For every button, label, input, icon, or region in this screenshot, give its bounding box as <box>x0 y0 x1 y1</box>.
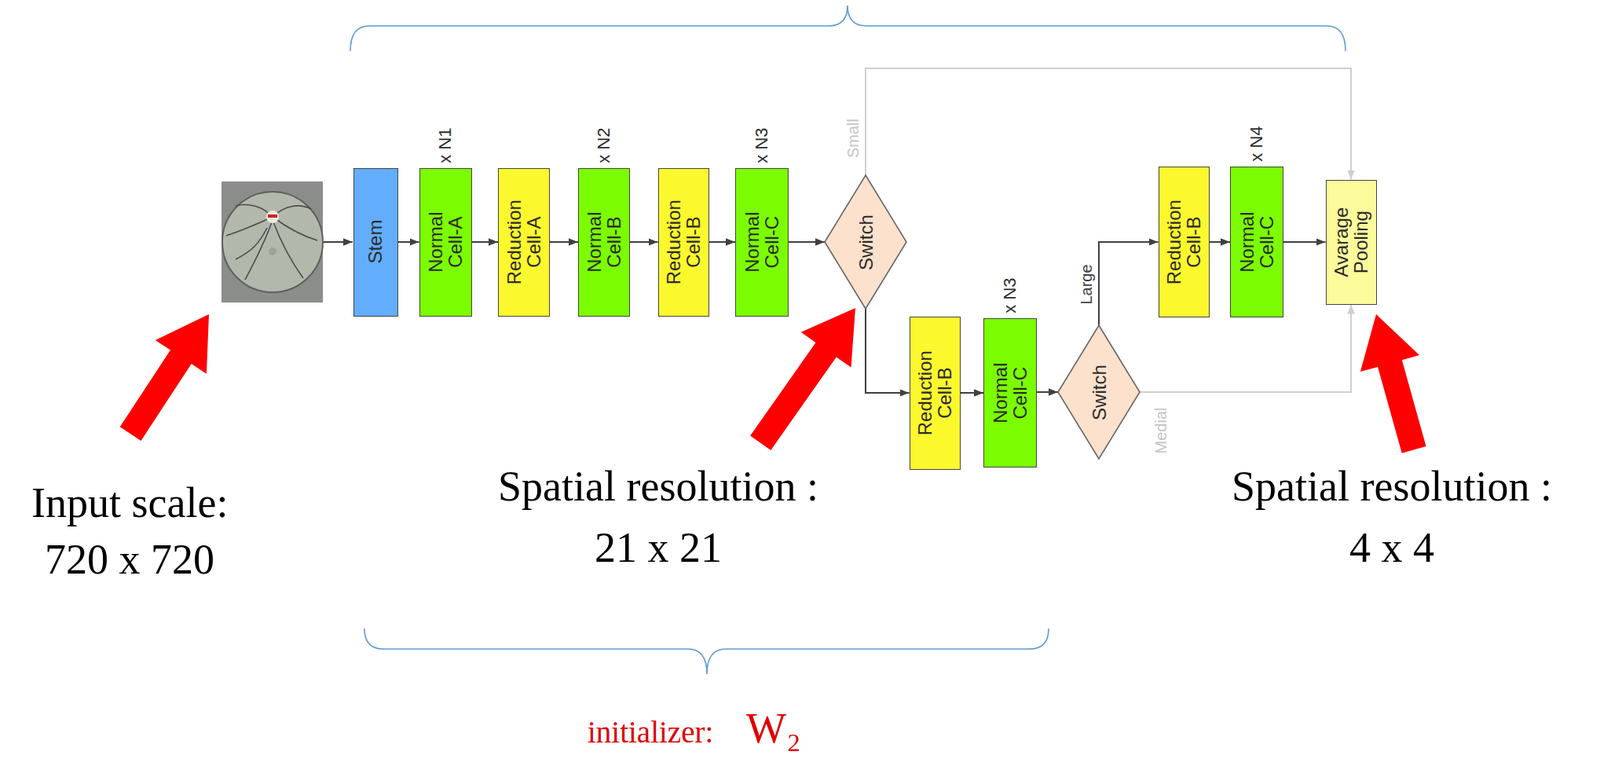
connector-arrow <box>472 241 499 243</box>
optic-disc <box>266 210 279 224</box>
bottom-brace <box>364 628 1049 674</box>
cell-name: Normal Cell-A <box>424 190 465 293</box>
image-frame <box>221 181 323 303</box>
normal-cell: Normal Cell-Cx N3 <box>983 318 1037 468</box>
reduction-cell: Reduction Cell-A <box>497 168 550 317</box>
cell-name: Avarage Pooling <box>1330 190 1370 293</box>
resolution-value: 21 x 21 <box>594 523 722 572</box>
reduction-cell: Reduction Cell-B <box>658 168 710 317</box>
macula <box>268 247 277 256</box>
diamond-shape <box>824 175 907 309</box>
repeat-count: x N3 <box>752 127 772 163</box>
pooling-block: Avarage Pooling <box>1325 179 1377 305</box>
diamond-shape <box>1058 325 1140 459</box>
connector-arrow <box>1098 241 1159 326</box>
initializer-label: initializer: <box>587 716 714 747</box>
branch-label: Medial <box>1152 406 1170 456</box>
reduction-cell: Reduction Cell-B <box>1158 166 1210 318</box>
connector-arrow <box>1283 241 1326 243</box>
reduction-cell: Reduction Cell-B <box>909 316 961 470</box>
retina-vessels <box>226 205 318 280</box>
connector-arrow <box>629 241 659 243</box>
scale-value: 720 x 720 <box>44 534 215 584</box>
normal-cell: Normal Cell-Cx N4 <box>1230 166 1284 318</box>
repeat-count: x N4 <box>1247 125 1267 162</box>
repeat-count: x N3 <box>1000 277 1020 313</box>
cell-name: Switch <box>855 214 876 271</box>
branch-label: Large <box>1076 262 1095 306</box>
cell-name: Reduction Cell-B <box>914 341 954 444</box>
initializer-symbol: W₂ <box>746 706 802 750</box>
connector-arrow <box>960 391 985 394</box>
repeat-count: x N2 <box>594 127 614 163</box>
connector-arrow <box>1139 304 1352 393</box>
cell-name: Stem <box>365 219 385 264</box>
connector-arrow <box>865 68 1352 180</box>
optic-disc-mark <box>267 214 278 218</box>
cell-name: Switch <box>1088 364 1109 421</box>
cell-name: Reduction Cell-B <box>662 190 703 293</box>
cell-name: Normal Cell-C <box>989 341 1029 444</box>
resolution-value: 4 x 4 <box>1349 523 1435 572</box>
connector-arrow <box>709 241 736 243</box>
connector-arrow <box>865 308 910 393</box>
switch-diamond: Switch <box>824 175 907 309</box>
cell-name: Normal Cell-C <box>741 190 781 293</box>
connector-arrow <box>549 241 579 243</box>
switch-diamond: Switch <box>1058 325 1140 459</box>
cell-name: Reduction Cell-B <box>1163 190 1203 293</box>
normal-cell: Normal Cell-Bx N2 <box>578 168 630 317</box>
connector-arrow <box>398 241 420 243</box>
cell-name: Normal Cell-C <box>1236 190 1276 293</box>
red-callout-arrow <box>104 297 235 451</box>
connector-arrow <box>788 241 825 243</box>
repeat-count: x N1 <box>435 127 455 163</box>
stem-block: Stem <box>353 168 399 317</box>
resolution-label: Spatial resolution : <box>1231 461 1553 511</box>
normal-cell: Normal Cell-Cx N3 <box>735 168 789 317</box>
input-arrow <box>323 241 353 243</box>
resolution-label: Spatial resolution : <box>497 461 819 511</box>
cell-name: Reduction Cell-A <box>503 190 543 293</box>
fundus-image <box>221 181 323 303</box>
connector-arrow <box>1209 241 1231 243</box>
red-callout-arrow <box>1346 306 1443 458</box>
retina-disc <box>222 191 323 293</box>
scale-label: Input scale: <box>31 478 228 528</box>
normal-cell: Normal Cell-Ax N1 <box>419 168 473 317</box>
top-brace <box>350 5 1346 52</box>
branch-label: Small <box>844 117 862 160</box>
cell-name: Normal Cell-B <box>583 190 623 293</box>
connector-arrow <box>1036 391 1059 393</box>
